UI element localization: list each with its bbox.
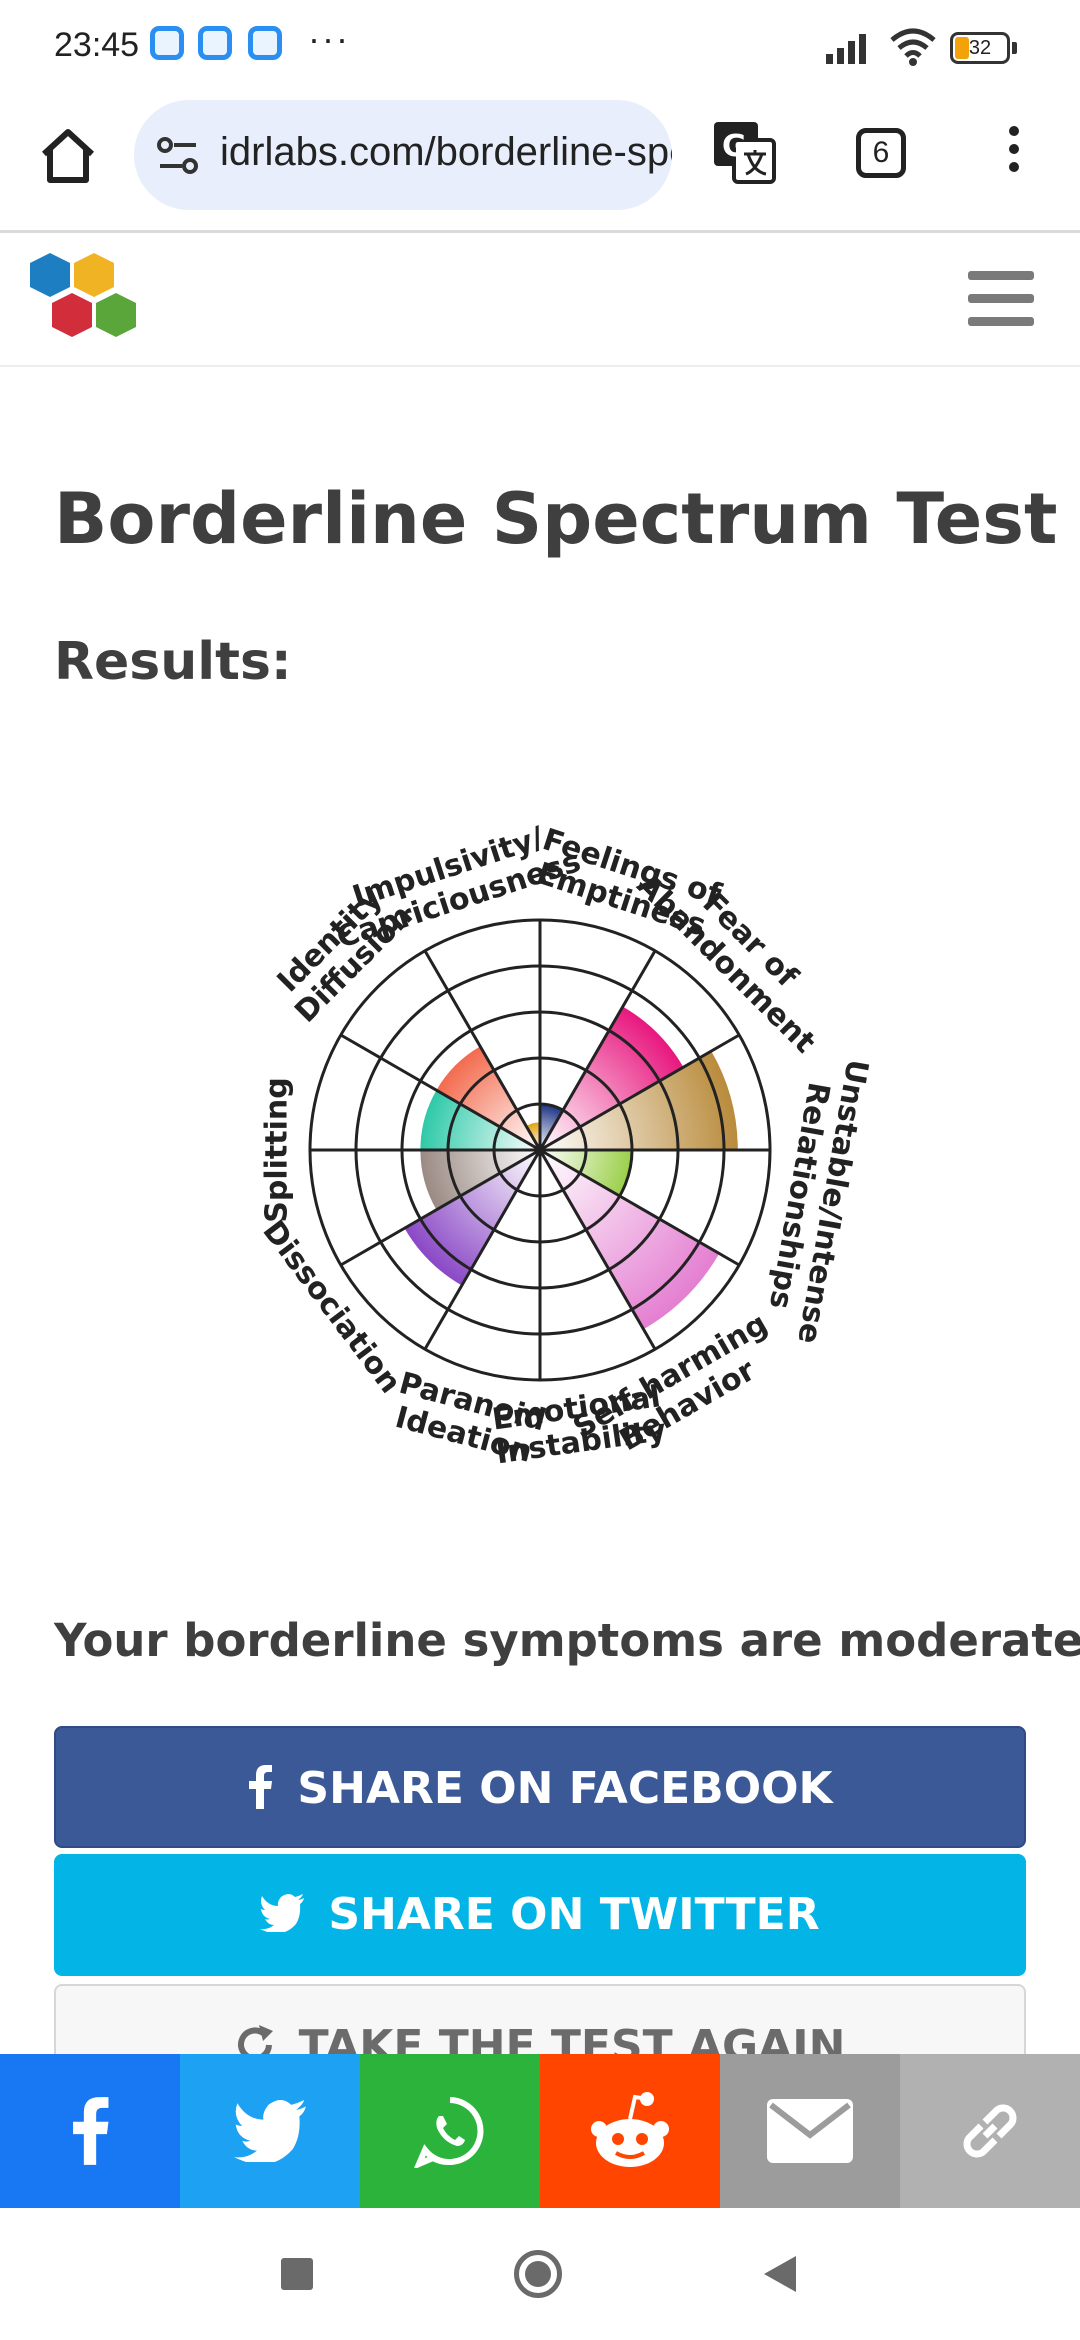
share-facebook-label: SHARE ON FACEBOOK	[297, 1763, 833, 1814]
facebook-icon	[249, 1765, 273, 1809]
idrlabs-logo[interactable]	[22, 249, 152, 349]
wifi-icon	[890, 28, 936, 66]
chart-spoke	[423, 1149, 542, 1350]
twitter-icon	[260, 1894, 305, 1932]
browser-menu-icon[interactable]	[1000, 126, 1028, 182]
chart-spoke	[423, 950, 542, 1151]
signal-icon	[826, 34, 866, 64]
chart-wedge	[540, 1006, 684, 1150]
share-bar-reddit[interactable]	[540, 2054, 720, 2208]
home-icon[interactable]	[36, 124, 100, 188]
site-settings-icon[interactable]	[156, 136, 200, 176]
notification-icon	[198, 26, 232, 60]
share-facebook-button[interactable]: SHARE ON FACEBOOK	[54, 1726, 1026, 1848]
result-summary: Your borderline symptoms are moderate.	[54, 1614, 1080, 1667]
chart-spoke	[340, 1033, 541, 1152]
share-bar-facebook[interactable]	[0, 2054, 180, 2208]
chart-category-label: Splitting	[260, 1077, 295, 1222]
tab-switcher-button[interactable]: 6	[856, 128, 906, 178]
chart-spoke	[539, 1148, 740, 1267]
svg-text:G: G	[722, 129, 747, 164]
share-bar-twitter[interactable]	[180, 2054, 360, 2208]
status-bar: 23:45 ··· 32	[0, 0, 1080, 96]
notification-icon	[248, 26, 282, 60]
system-nav-bar	[0, 2208, 1080, 2340]
chart-spoke	[538, 950, 657, 1151]
page-title: Borderline Spectrum Test	[54, 478, 1058, 560]
hamburger-menu-icon[interactable]	[968, 271, 1034, 327]
whatsapp-icon	[414, 2097, 484, 2168]
translate-icon[interactable]: G	[712, 120, 776, 184]
address-bar[interactable]: idrlabs.com/borderline-spectrum-test/res…	[134, 100, 672, 210]
reddit-icon	[591, 2092, 669, 2167]
more-notifications-icon: ···	[308, 18, 350, 59]
share-bar	[0, 2054, 1080, 2208]
battery-tip	[1012, 42, 1017, 54]
share-bar-whatsapp[interactable]	[360, 2054, 540, 2208]
chart-category-label: Dissociation	[255, 1214, 407, 1400]
site-header	[0, 233, 1080, 367]
chart-wedges	[404, 1006, 738, 1330]
share-twitter-button[interactable]: SHARE ON TWITTER	[54, 1854, 1026, 1976]
battery-level: 32	[968, 37, 992, 59]
share-twitter-label: SHARE ON TWITTER	[328, 1889, 820, 1940]
chart-spoke	[340, 1148, 541, 1267]
link-icon	[963, 2104, 1017, 2158]
chart-wedge	[540, 1051, 738, 1150]
share-bar-email[interactable]	[720, 2054, 900, 2208]
url-text[interactable]: idrlabs.com/borderline-spectrum-test/res…	[220, 130, 672, 174]
chart-wedge	[540, 1150, 632, 1196]
chart-spoke	[538, 1149, 657, 1350]
chart-grid	[308, 918, 772, 1382]
share-bar-copy-link[interactable]	[900, 2054, 1080, 2208]
results-label: Results:	[54, 632, 292, 692]
chart-wedge	[436, 1046, 540, 1150]
email-icon	[767, 2099, 853, 2163]
browser-toolbar: idrlabs.com/borderline-spectrum-test/res…	[0, 96, 1080, 230]
toolbar-divider	[0, 230, 1080, 233]
chart-wedge	[540, 1150, 720, 1330]
notification-icon	[150, 26, 184, 60]
facebook-icon	[73, 2097, 109, 2165]
home-nav-button[interactable]	[514, 2250, 562, 2298]
chart-wedge	[404, 1150, 540, 1286]
recent-apps-button[interactable]	[281, 2258, 313, 2290]
chart-spoke	[539, 1033, 740, 1152]
status-time: 23:45	[54, 26, 140, 64]
twitter-icon	[234, 2100, 306, 2162]
back-nav-button[interactable]	[762, 2254, 798, 2294]
battery-icon: 32	[950, 32, 1010, 64]
